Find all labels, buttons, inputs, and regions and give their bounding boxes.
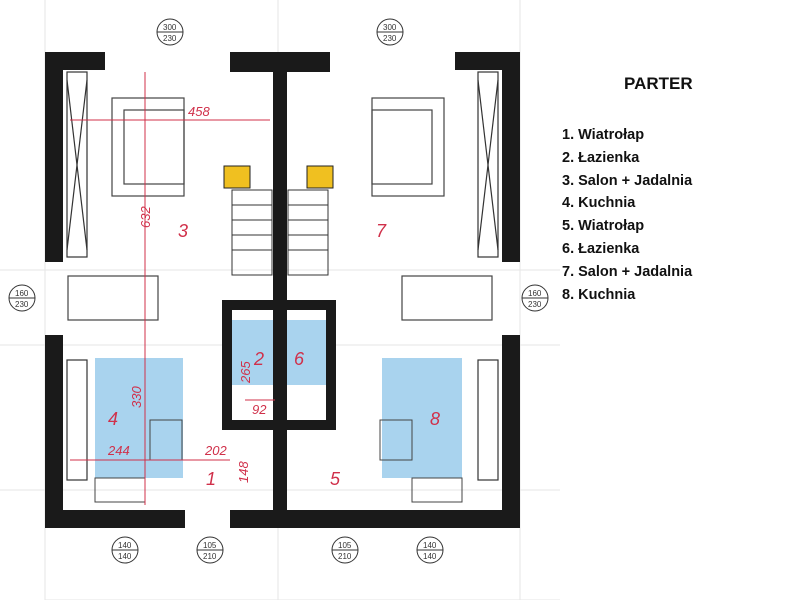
dimension-lines xyxy=(70,72,275,505)
window-tag-mid-left: 160 230 xyxy=(8,284,36,312)
legend-item: 4. Kuchnia xyxy=(562,195,636,212)
window-tag-bottom-3-lower: 210 xyxy=(338,552,352,561)
legend-title: PARTER xyxy=(624,74,693,93)
legend-item: 7. Salon + Jadalnia xyxy=(562,263,693,280)
window-tag-bottom-2: 105 210 xyxy=(196,536,224,564)
legend-item: 5. Wiatrołap xyxy=(562,218,645,235)
window-tag-top-left-upper: 300 xyxy=(163,23,177,32)
window-tag-mid-left-lower: 230 xyxy=(15,300,29,309)
window-tag-bottom-3: 105 210 xyxy=(331,536,359,564)
kitchen-left-fill xyxy=(95,358,183,478)
window-tag-bottom-3-upper: 105 xyxy=(338,541,352,550)
room-6-label: 6 xyxy=(294,349,305,369)
dining-tables xyxy=(67,275,493,321)
window-tag-top-left: 300 230 xyxy=(156,18,184,46)
legend-item: 2. Łazienka xyxy=(562,149,640,166)
walls xyxy=(45,52,520,528)
window-frames xyxy=(66,71,499,481)
kitchen-right-fill xyxy=(382,358,462,478)
legend-item: 1. Wiatrołap xyxy=(562,127,645,143)
legend-item: 3. Salon + Jadalnia xyxy=(562,172,693,189)
window-tag-top-left-lower: 230 xyxy=(163,34,177,43)
room-2-label: 2 xyxy=(253,349,264,369)
legend-item: 8. Kuchnia xyxy=(562,286,636,303)
window-tag-bottom-4-lower: 140 xyxy=(423,552,437,561)
window-tag-bottom-4: 140 140 xyxy=(416,536,444,564)
dimension-244: 244 xyxy=(107,443,130,458)
dimension-330: 330 xyxy=(129,386,144,408)
window-tag-mid-left-upper: 160 xyxy=(15,289,29,298)
window-tag-top-right-lower: 230 xyxy=(383,34,397,43)
room-7-label: 7 xyxy=(376,221,387,241)
window-tag-bottom-2-upper: 105 xyxy=(203,541,217,550)
room-8-label: 8 xyxy=(430,409,440,429)
window-tag-top-right-upper: 300 xyxy=(383,23,397,32)
window-tag-bottom-2-lower: 210 xyxy=(203,552,217,561)
window-tag-mid-right-upper: 160 xyxy=(528,289,542,298)
dimension-458: 458 xyxy=(188,104,210,119)
window-tag-bottom-1-lower: 140 xyxy=(118,552,132,561)
bathroom-right-fill xyxy=(283,320,328,385)
window-tag-bottom-1: 140 140 xyxy=(111,536,139,564)
window-tag-top-right: 300 230 xyxy=(376,18,404,46)
room-3-label: 3 xyxy=(178,221,188,241)
stairs xyxy=(231,189,329,276)
fireplaces xyxy=(223,165,334,189)
dimension-202: 202 xyxy=(204,443,227,458)
legend-item: 6. Łazienka xyxy=(562,240,640,257)
sofas xyxy=(111,97,445,197)
window-tag-bottom-4-upper: 140 xyxy=(423,541,437,550)
dimension-265: 265 xyxy=(238,361,253,384)
window-tag-bottom-1-upper: 140 xyxy=(118,541,132,550)
dimension-148: 148 xyxy=(236,461,251,483)
legend-list: 1. Wiatrołap 2. Łazienka 3. Salon + Jada… xyxy=(562,124,692,306)
dimension-92: 92 xyxy=(252,402,267,417)
window-tag-mid-right-lower: 230 xyxy=(528,300,542,309)
room-1-label: 1 xyxy=(206,469,216,489)
bathroom-left-fill xyxy=(228,320,276,385)
room-4-label: 4 xyxy=(108,409,118,429)
window-tag-mid-right: 160 230 xyxy=(521,284,549,312)
dimension-632: 632 xyxy=(138,206,153,228)
room-5-label: 5 xyxy=(330,469,341,489)
